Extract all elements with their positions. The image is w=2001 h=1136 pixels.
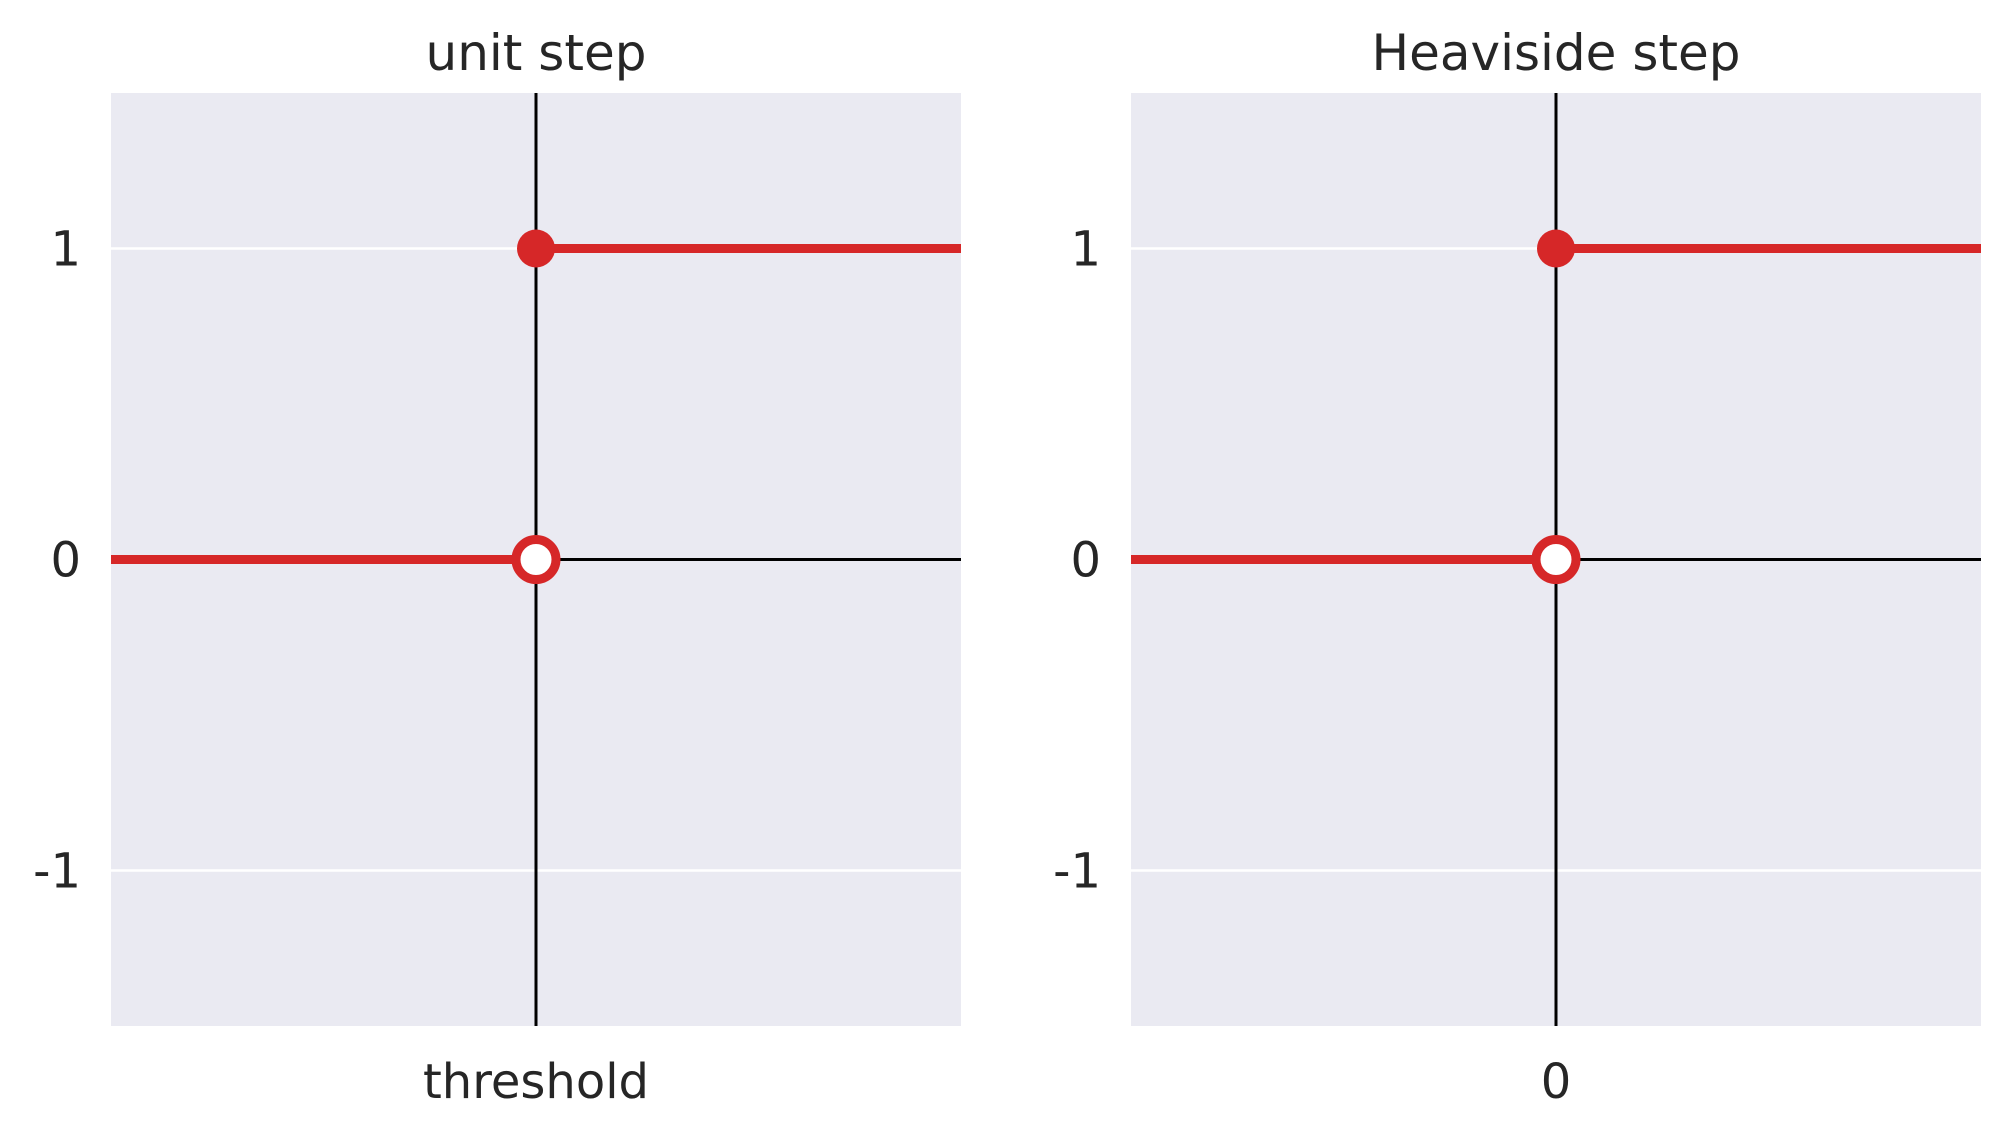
y-tick-label: 1 xyxy=(50,222,81,278)
chart-panel-1: unit step -1 0 1 threshold xyxy=(33,24,961,1110)
open-marker xyxy=(1531,535,1581,584)
y-tick-label: 0 xyxy=(50,533,81,589)
x-tick-label: threshold xyxy=(423,1054,649,1110)
x-tick-label: 0 xyxy=(1541,1054,1572,1110)
filled-marker xyxy=(517,229,555,268)
filled-marker xyxy=(1537,229,1575,268)
chart-title: Heaviside step xyxy=(1372,24,1741,82)
y-tick-label: 0 xyxy=(1070,533,1101,589)
y-tick-label: -1 xyxy=(1053,844,1101,900)
open-marker xyxy=(511,535,561,584)
y-tick-label: -1 xyxy=(33,844,81,900)
chart-title: unit step xyxy=(426,24,647,82)
y-tick-label: 1 xyxy=(1070,222,1101,278)
chart-panel-2: Heaviside step -1 0 1 0 xyxy=(1053,24,1981,1110)
